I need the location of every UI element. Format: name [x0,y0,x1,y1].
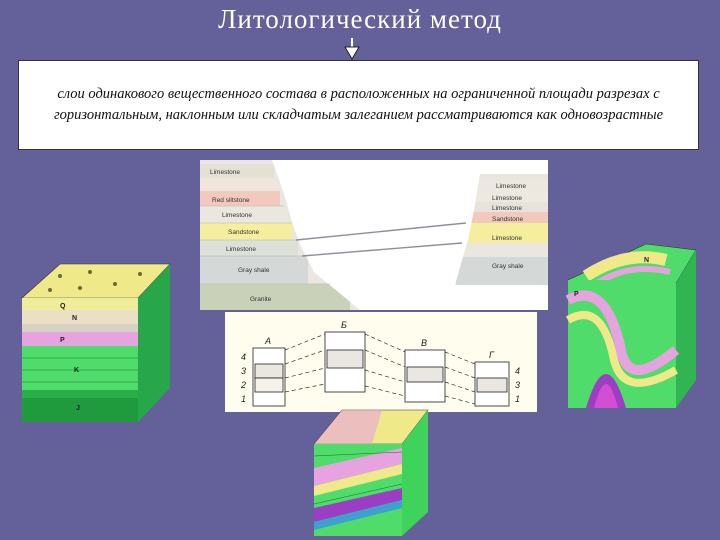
left-label-5: Gray shale [238,267,270,274]
left-label-4: Limestone [226,246,256,253]
fold-label-p: P [574,291,579,298]
block-label-j: J [76,405,80,412]
left-layer-limestone-4 [200,240,298,256]
cliff-cross-section: Limestone Red siltstone Limestone Sandst… [200,160,548,310]
block-label-n: N [72,315,77,322]
definition-text: слои одинакового вещественного состава в… [53,86,664,123]
left-label-1: Red siltstone [212,197,250,204]
column-label-a: A [264,336,271,346]
left-label-2: Limestone [222,212,252,219]
definition-box: слои одинакового вещественного состава в… [18,60,699,150]
layer-num-4-right: 4 [515,366,520,376]
layer-num-2: 2 [240,380,246,390]
inclined-layers-block [313,409,429,536]
right-label-0: Limestone [496,183,526,190]
column-label-g: Г [489,350,495,360]
right-label-1: Limestone [492,195,522,202]
right-label-2: Limestone [492,205,522,212]
left-layer-granite [200,284,350,310]
down-arrow-icon [344,38,360,60]
block-label-k: K [74,367,79,374]
layer-num-3: 3 [241,366,246,376]
left-layer-limestone-3 [200,206,284,223]
left-layer-limestone-1 [200,164,274,178]
left-label-3: Sandstone [228,229,259,236]
fold-label-n: N [644,257,649,264]
folded-layers-block: P N [566,243,697,408]
right-label-4: Limestone [492,235,522,242]
left-layer-sandstone [200,223,292,240]
right-cliff [440,174,548,285]
left-layer-gray-shale [200,256,308,284]
left-layer-red-siltstone [200,191,280,206]
horizontal-layers-block: Q N P K J [21,263,171,422]
block-label-q: Q [60,303,66,310]
slide-title: Литологический метод [218,4,502,34]
block-label-p: P [60,337,65,344]
column-label-v: В [421,338,427,348]
right-label-3: Sandstone [492,216,523,223]
layer-num-1-right: 1 [515,394,520,404]
correlation-lines [295,222,467,257]
left-label-0: Limestone [210,169,240,176]
column-correlation-diagram: A Б В Г 4 3 2 1 4 3 1 [225,312,537,412]
layer-num-3-right: 3 [515,380,520,390]
layer-num-1: 1 [241,394,246,404]
right-label-5: Gray shale [492,263,524,270]
left-layer-limestone-2 [200,178,274,190]
layer-num-4: 4 [241,352,246,362]
left-label-6: Granite [250,296,272,303]
column-label-b: Б [341,320,347,330]
